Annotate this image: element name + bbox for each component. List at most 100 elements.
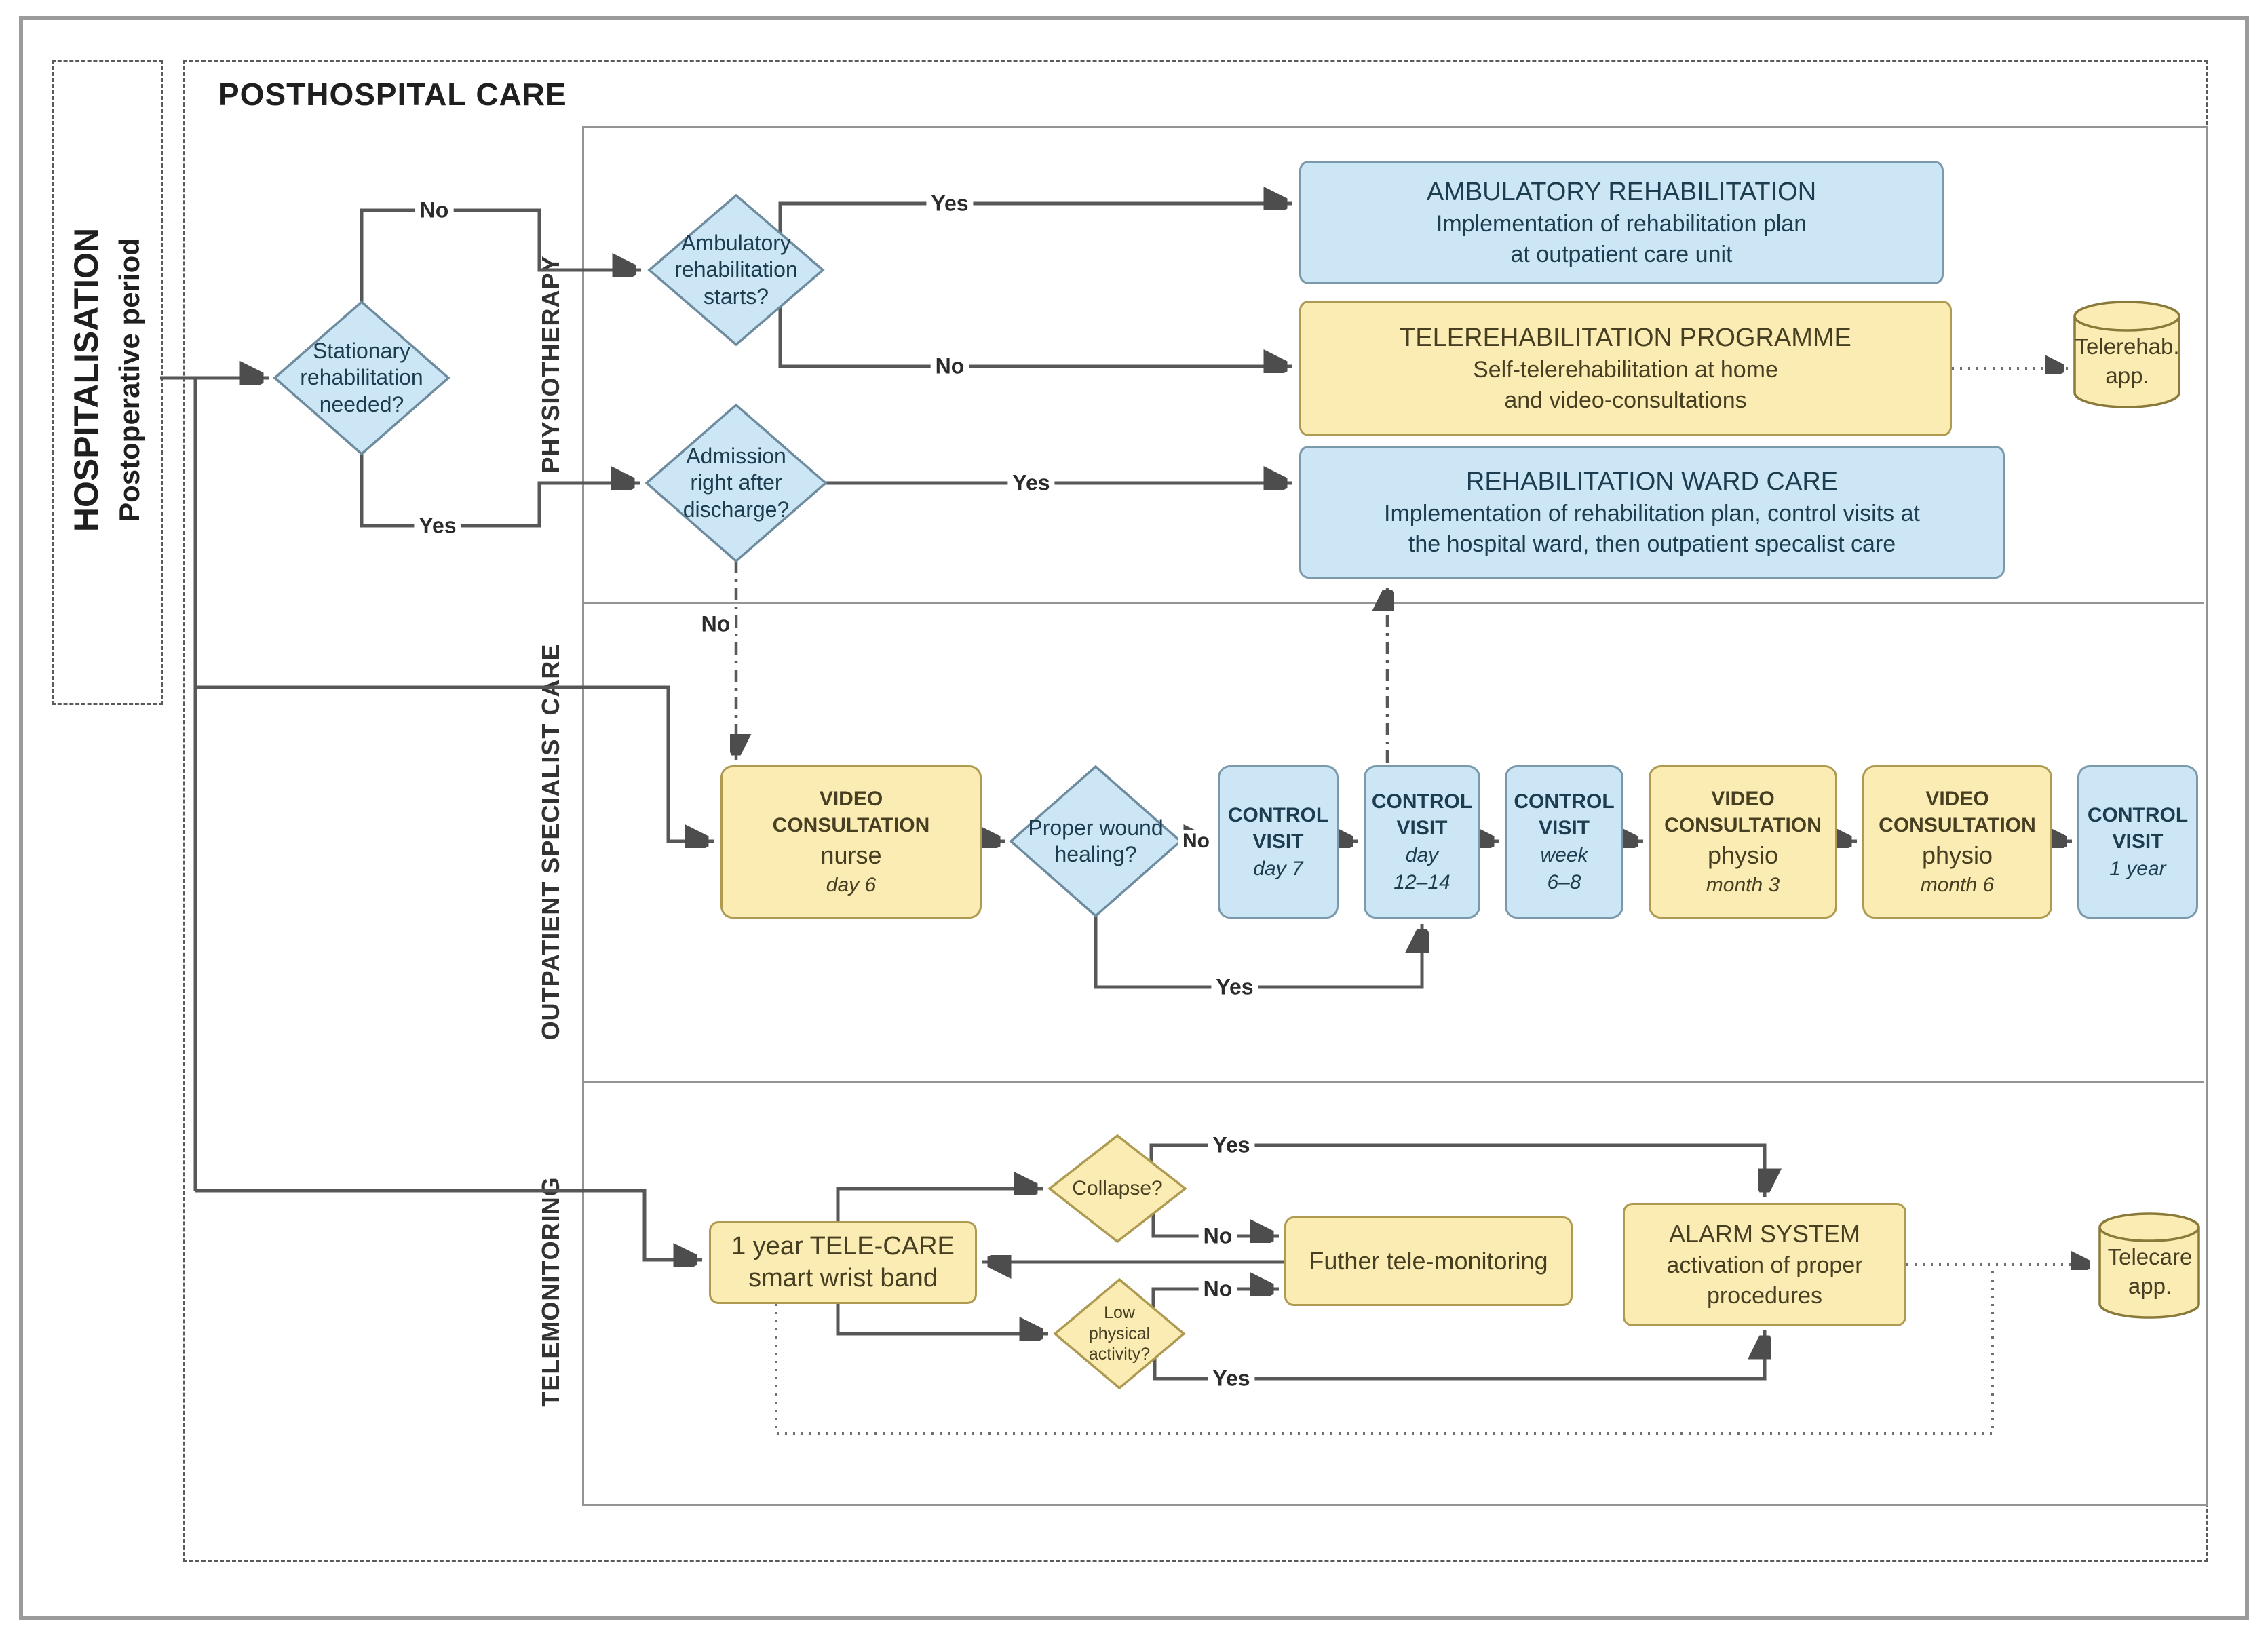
node-video-consultation-month6: VIDEO CONSULTATION physio month 6 (1862, 765, 2052, 919)
edge-wound-yes (1094, 916, 1422, 989)
node-alarm-system: ALARM SYSTEM activation of proper proced… (1623, 1203, 1906, 1326)
label-low-activity-yes: Yes (1208, 1366, 1255, 1391)
telerehab-app-cylinder-top (2073, 301, 2180, 332)
diamond-wound-label: Proper wound healing? (1014, 787, 1177, 896)
node-ambulatory-rehabilitation: AMBULATORY REHABILITATION Implementation… (1299, 161, 1944, 284)
node-line: procedures (1706, 1282, 1823, 1309)
diamond-ambulatory (647, 193, 825, 347)
telecare-app-cylinder (2098, 1227, 2200, 1319)
node-title: CONTROL (1514, 790, 1615, 813)
line: Telecare (2107, 1244, 2193, 1269)
node-rehabilitation-ward-care: REHABILITATION WARD CARE Implementation … (1299, 446, 2005, 579)
label-wound-no: No (1178, 830, 1214, 853)
diamond-collapse (1047, 1134, 1187, 1244)
node-further-telemonitoring: Futher tele-monitoring (1284, 1216, 1573, 1306)
node-title: CONTROL (1227, 803, 1329, 826)
diamond-low-activity (1053, 1277, 1186, 1390)
line: Telerehab. (2075, 333, 2180, 359)
node-time: month 6 (1920, 873, 1995, 896)
node-title: CONTROL (2087, 803, 2189, 826)
edge-ambulatory-no (778, 307, 1292, 366)
edge-ambulatory-yes (778, 204, 1292, 233)
label-ambulatory-no: No (930, 353, 969, 379)
line: rehabilitation (674, 257, 798, 282)
node-time: month 3 (1706, 873, 1780, 896)
edge-collapse-yes (1149, 1143, 1765, 1197)
node-time: 6–8 (1547, 870, 1581, 893)
node-title: VISIT (1396, 817, 1448, 840)
node-video-consultation-nurse: VIDEO CONSULTATION nurse day 6 (720, 765, 982, 919)
edge-lowactivity-yes (1153, 1330, 1765, 1381)
node-title: VIDEO (819, 787, 883, 810)
node-time: week (1540, 844, 1588, 866)
lane-container (582, 126, 2208, 1506)
diamond-admission-label: Admission right after discharge? (653, 422, 819, 544)
edge-stationary-yes (360, 454, 640, 528)
node-line: at outpatient care unit (1510, 242, 1733, 268)
line: Ambulatory (681, 231, 791, 256)
telecare-app-label: Telecare app. (2102, 1236, 2197, 1307)
node-title: VIDEO (1711, 787, 1775, 810)
line: Admission (686, 444, 786, 469)
label-wound-yes: Yes (1211, 974, 1258, 1000)
line: Stationary (312, 339, 411, 364)
line: Proper wound (1028, 815, 1164, 840)
node-time: 12–14 (1394, 870, 1450, 893)
line: right after (690, 470, 782, 495)
node-line: Implementation of rehabilitation plan, c… (1384, 501, 1920, 527)
line: discharge? (683, 497, 790, 522)
node-title: VISIT (1538, 817, 1590, 840)
label-stationary-yes: Yes (414, 513, 461, 539)
telecare-app-cylinder-top (2098, 1212, 2200, 1242)
node-line: the hospital ward, then outpatient speca… (1408, 531, 1896, 558)
edge-lowactivity-no (1151, 1289, 1279, 1308)
label-collapse-yes: Yes (1208, 1132, 1255, 1158)
node-line: Futher tele-monitoring (1309, 1247, 1548, 1275)
line: rehabilitation (300, 365, 423, 390)
line: Collapse? (1072, 1176, 1163, 1199)
node-subtitle: physio (1707, 841, 1779, 870)
lane-divider-2 (582, 1081, 2204, 1083)
label-collapse-no: No (1198, 1223, 1237, 1249)
line: activity? (1088, 1345, 1151, 1364)
diamond-low-activity-label: Low physical activity? (1065, 1294, 1174, 1373)
node-title: CONSULTATION (1664, 814, 1822, 837)
node-line: Implementation of rehabilitation plan (1436, 211, 1807, 237)
node-telecare-wristband: 1 year TELE-CARE smart wrist band (709, 1221, 977, 1304)
node-title: AMBULATORY REHABILITATION (1426, 178, 1817, 207)
label-low-activity-no: No (1198, 1276, 1237, 1302)
line: needed? (319, 391, 404, 417)
node-title: REHABILITATION WARD CARE (1465, 467, 1839, 497)
node-control-visit-day7: CONTROL VISIT day 7 (1218, 765, 1339, 919)
line: starts? (703, 284, 769, 309)
edge-to-telecare-band (195, 1189, 702, 1260)
node-control-visit-1year: CONTROL VISIT 1 year (2077, 765, 2198, 919)
edge-to-video-nurse (195, 685, 714, 841)
node-title: CONTROL (1371, 790, 1473, 813)
diamond-collapse-label: Collapse? (1056, 1168, 1178, 1209)
node-time: day (1405, 844, 1439, 866)
node-control-visit-day12-14: CONTROL VISIT day 12–14 (1364, 765, 1480, 919)
node-title: VISIT (1252, 830, 1304, 853)
node-subtitle: physio (1921, 841, 1993, 870)
telerehab-app-cylinder (2073, 316, 2180, 408)
edge-band-to-lowactivity (836, 1304, 1048, 1334)
diamond-admission (645, 403, 828, 563)
line: app. (2128, 1273, 2172, 1299)
node-video-consultation-month3: VIDEO CONSULTATION physio month 3 (1649, 765, 1837, 919)
telerehab-app-label: Telerehab. app. (2075, 326, 2180, 397)
node-line: and video-consultations (1504, 387, 1747, 414)
diamond-stationary-label: Stationary rehabilitation needed? (280, 317, 443, 439)
node-title: VIDEO (1925, 787, 1989, 810)
node-title: CONSULTATION (772, 814, 930, 837)
label-stationary-no: No (415, 197, 454, 223)
node-line: smart wrist band (748, 1264, 938, 1292)
node-line: activation of proper (1666, 1252, 1863, 1278)
node-title: CONSULTATION (1879, 814, 2036, 837)
line: app. (2105, 362, 2149, 388)
node-line: Self-telerehabilitation at home (1473, 357, 1778, 383)
node-time: day 6 (826, 873, 877, 896)
node-time: 1 year (2109, 857, 2166, 880)
